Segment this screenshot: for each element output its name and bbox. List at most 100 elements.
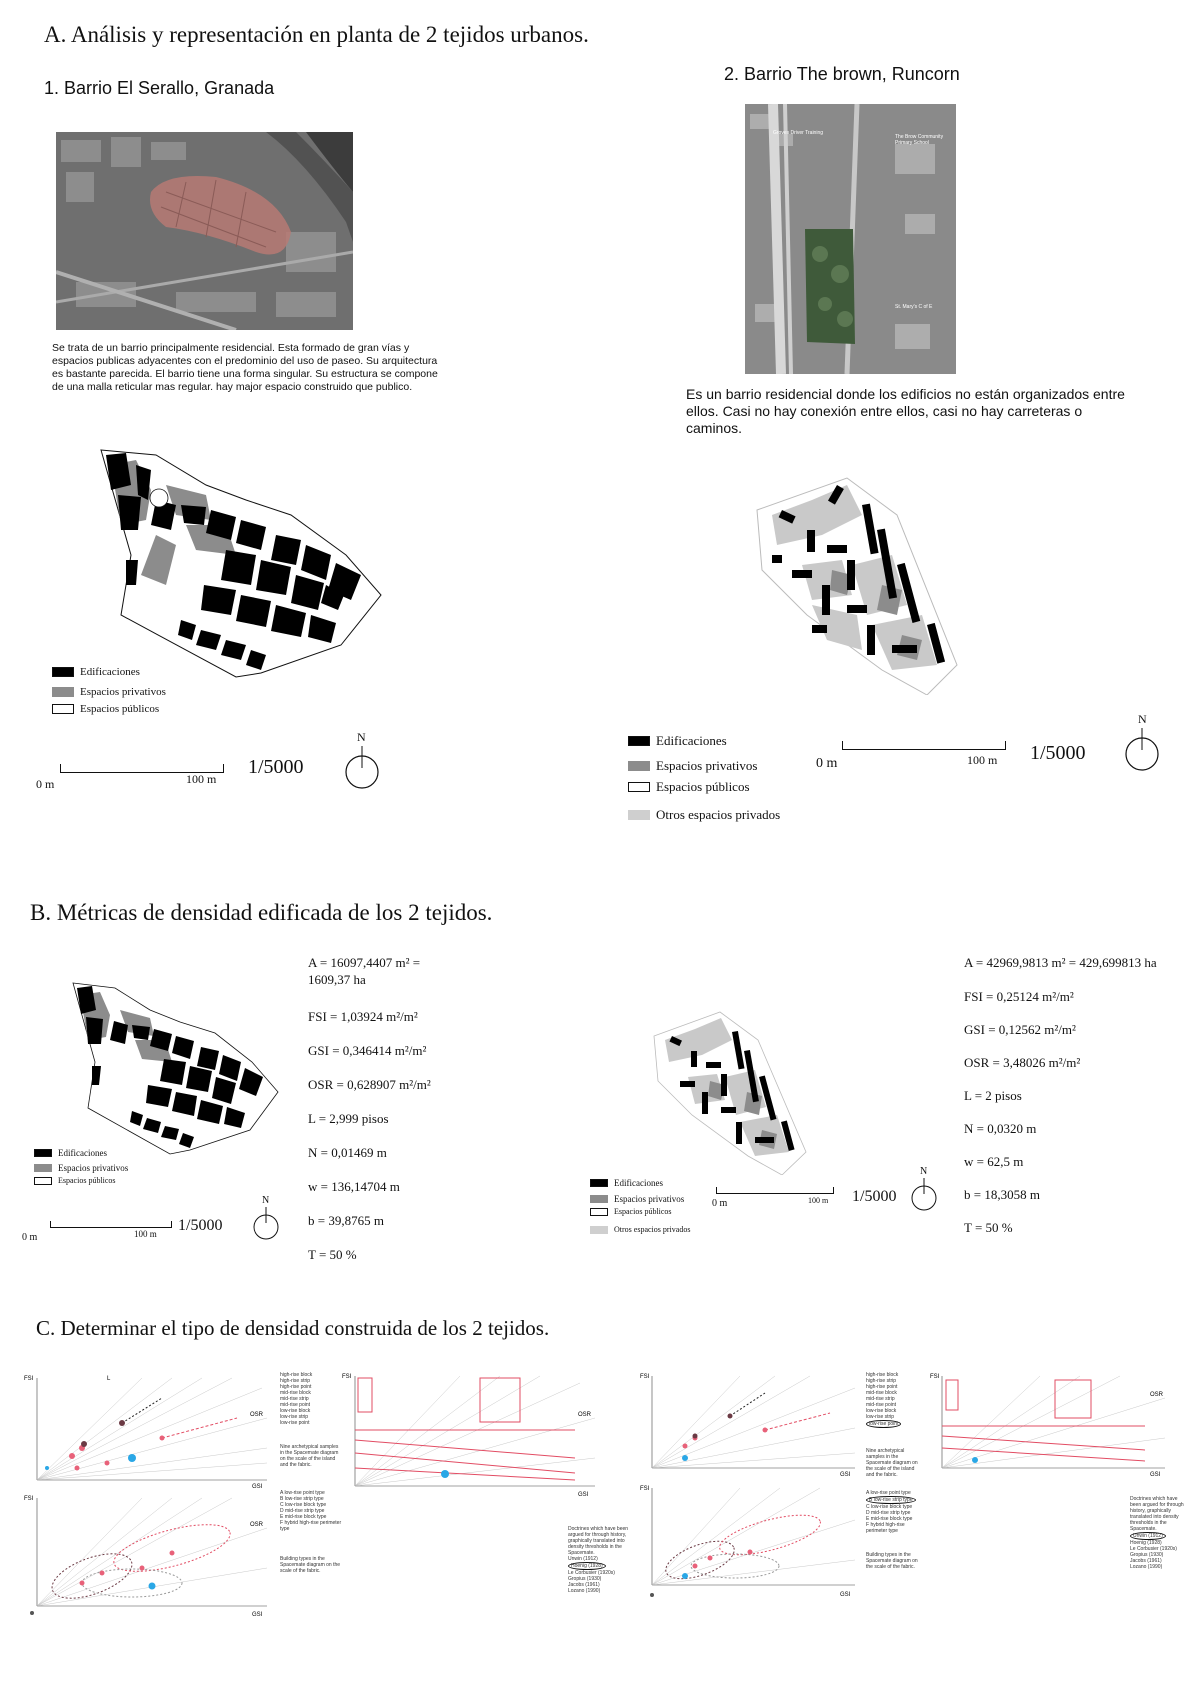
legend-label: Espacios públicos (58, 1176, 116, 1185)
legend-label: Edificaciones (656, 733, 727, 748)
spacemate-building-types-right: A low-rise point type B low-rise strip t… (866, 1490, 922, 1534)
barrio2-plan (752, 475, 962, 700)
legend-swatch-buildings (590, 1179, 608, 1187)
doctrine-highlight: Unwin (1912) (1130, 1532, 1166, 1540)
spacemate-doctrines-note-right: Doctrines which have been argued for thr… (1130, 1496, 1184, 1570)
b-left-metric-w: w = 136,14704 m (308, 1179, 400, 1194)
north-arrow-icon (252, 1207, 280, 1246)
legend-label: Espacios públicos (614, 1207, 672, 1216)
legend-label: Espacios públicos (656, 779, 750, 794)
legend-swatch-public (34, 1176, 52, 1185)
b-left-metric-b: b = 39,8765 m (308, 1213, 384, 1228)
north-label: N (262, 1195, 270, 1206)
svg-text:FSI: FSI (640, 1374, 650, 1380)
barrio1-plan (96, 445, 386, 690)
photo-label: St. Mary's C of E (895, 304, 933, 310)
b-right-scale-bar (716, 1187, 834, 1194)
photo-label: The Brow Community Primary School (895, 134, 944, 146)
b-left-legend: Edificaciones Espacios privativos Espaci… (34, 1148, 128, 1185)
legend-label: Espacios públicos (80, 703, 160, 715)
scale-start: 0 m (816, 756, 838, 771)
spacemate-building-types: A low-rise point type B low-rise strip t… (280, 1490, 342, 1532)
barrio2-description: Es un barrio residencial donde los edifi… (686, 386, 1125, 436)
spacemate-legend-types: high-rise block high-rise strip high-ris… (280, 1372, 313, 1426)
legend-label: Edificaciones (614, 1178, 663, 1188)
legend-label: Espacios privativos (58, 1163, 129, 1173)
spacemate-note: Nine archetypical samples in the Spacema… (280, 1444, 339, 1468)
scale-end: 100 m (134, 1229, 157, 1239)
spacemate-diagram-3: FSI GSI (640, 1368, 860, 1478)
legend-swatch-private (52, 687, 74, 697)
svg-text:GSI: GSI (252, 1612, 263, 1618)
scale-end: 100 m (186, 772, 217, 786)
legend-swatch-public (590, 1207, 608, 1216)
spacemate-note: Building types in the Spacemate diagram … (280, 1556, 341, 1574)
spacemate-doctrines-2: FSI GSI OSR (930, 1368, 1170, 1478)
b-right-metric-l: L = 2 pisos (964, 1088, 1022, 1103)
b-left-metric-fsi: FSI = 1,03924 m²/m² (308, 1009, 418, 1024)
svg-text:GSI: GSI (840, 1472, 851, 1478)
north-label: N (357, 730, 366, 744)
legend-swatch-private (34, 1164, 52, 1172)
barrio2-title: 2. Barrio The brown, Runcorn (724, 64, 960, 84)
svg-text:OSR: OSR (250, 1522, 264, 1528)
section-b-title: B. Métricas de densidad edificada de los… (30, 900, 493, 925)
spacemate-diagram-2: FSI GSI OSR (22, 1488, 272, 1618)
svg-text:FSI: FSI (342, 1374, 352, 1380)
north-label: N (920, 1166, 928, 1177)
legend-label: Edificaciones (58, 1148, 107, 1158)
svg-text:OSR: OSR (1150, 1392, 1164, 1398)
legend-swatch-public (52, 704, 74, 714)
b-left-metric-l: L = 2,999 pisos (308, 1111, 389, 1126)
axis-label: L (107, 1376, 111, 1382)
barrio1-description: Se trata de un barrio principalmente res… (52, 342, 438, 393)
b-right-metric-n: N = 0,0320 m (964, 1121, 1037, 1136)
b-left-plan (70, 980, 280, 1165)
legend-label: Edificaciones (80, 666, 140, 678)
b-left-metric-area: A = 16097,4407 m² = (308, 955, 421, 970)
building-type-highlight: B low-rise strip type (866, 1496, 916, 1504)
spacemate-note: Nine archetypical samples in the Spacema… (866, 1448, 918, 1478)
svg-text:FSI: FSI (930, 1374, 940, 1380)
b-right-metric-osr: OSR = 3,48026 m²/m² (964, 1055, 1081, 1070)
legend-swatch-other-private (628, 810, 650, 820)
legend-swatch-buildings (34, 1149, 52, 1157)
svg-text:FSI: FSI (640, 1486, 650, 1492)
svg-text:GSI: GSI (1150, 1472, 1161, 1478)
legend-label: Otros espacios privados (656, 807, 781, 822)
north-arrow-icon (910, 1178, 938, 1217)
barrio1-title: 1. Barrio El Serallo, Granada (44, 78, 275, 98)
barrio2-scale-bar (842, 741, 1006, 750)
spacemate-note: Building types in the Spacemate diagram … (866, 1552, 918, 1570)
section-c-title: C. Determinar el tipo de densidad constr… (36, 1316, 550, 1340)
legend-swatch-buildings (52, 667, 74, 677)
barrio1-scale-bar (60, 764, 224, 773)
scale-end: 100 m (808, 1196, 829, 1205)
scale-ratio: 1/5000 (248, 756, 304, 778)
svg-text:FSI: FSI (24, 1496, 34, 1502)
section-a-title: A. Análisis y representación en planta d… (44, 22, 589, 47)
north-label: N (1138, 712, 1147, 726)
b-right-legend: Edificaciones Espacios privativos Espaci… (590, 1178, 690, 1234)
scale-ratio: 1/5000 (178, 1217, 223, 1234)
b-left-scale-bar (50, 1221, 172, 1228)
scale-start: 0 m (712, 1198, 728, 1209)
scale-end: 100 m (967, 753, 998, 767)
scale-start: 0 m (36, 777, 55, 791)
b-left-metric-n: N = 0,01469 m (308, 1145, 387, 1160)
b-left-metric-gsi: GSI = 0,346414 m²/m² (308, 1043, 427, 1058)
svg-text:OSR: OSR (578, 1412, 592, 1418)
scale-ratio: 1/5000 (1030, 742, 1086, 764)
spacemate-doctrines-note: Doctrines which have been argued for thr… (568, 1526, 629, 1594)
b-right-metric-fsi: FSI = 0,25124 m²/m² (964, 989, 1074, 1004)
svg-text:GSI: GSI (840, 1592, 851, 1598)
photo-label: Groves Driver Training (773, 130, 824, 136)
legend-swatch-other-private (590, 1225, 608, 1234)
b-right-metric-area: A = 42969,9813 m² = 429,699813 ha (964, 955, 1157, 970)
spacemate-diagram-1: FSI GSI OSR L (22, 1368, 272, 1490)
spacemate-legend-types-right: high-rise block high-rise strip high-ris… (866, 1372, 922, 1428)
legend-swatch-public (628, 782, 650, 792)
svg-text:GSI: GSI (578, 1492, 589, 1498)
b-right-metric-t: T = 50 % (964, 1220, 1013, 1235)
north-arrow-icon (344, 746, 380, 795)
